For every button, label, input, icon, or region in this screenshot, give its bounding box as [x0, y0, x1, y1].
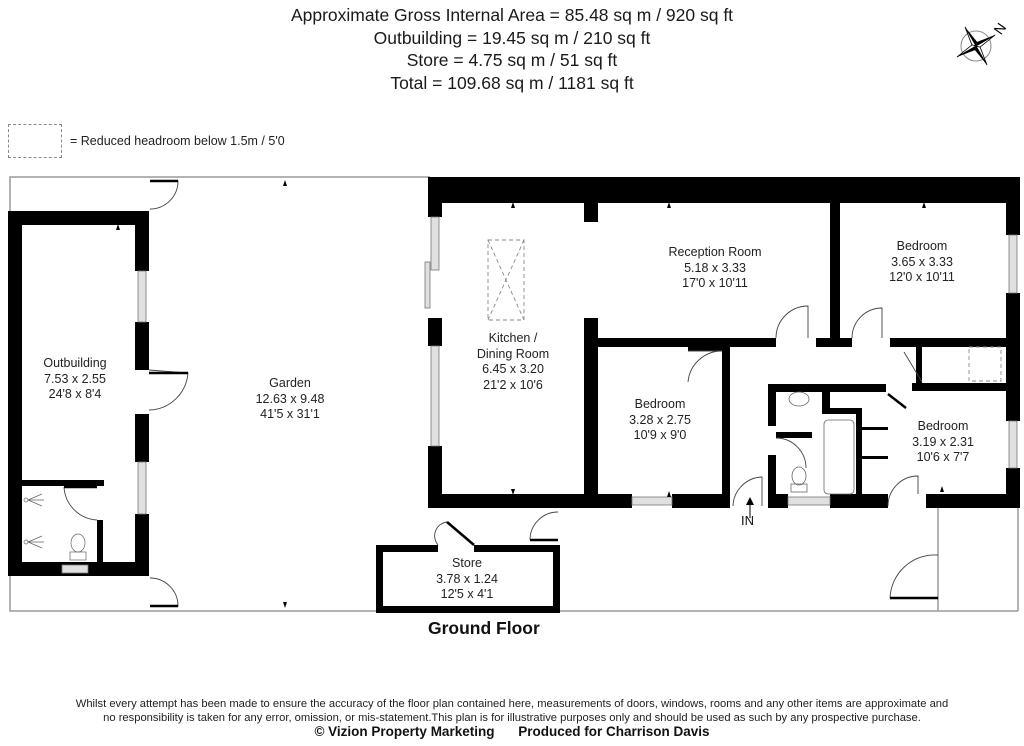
house-windows — [424, 216, 1018, 506]
bedroom3-door[interactable] — [887, 475, 919, 507]
room-kitchen-dining: Kitchen / Dining Room 6.45 x 3.20 21'2 x… — [477, 331, 549, 393]
entrance-label: IN — [741, 513, 754, 528]
room-name: Bedroom — [634, 397, 686, 411]
room-imperial: 12'0 x 10'11 — [889, 270, 955, 284]
house-doors — [529, 305, 939, 599]
reception-door[interactable] — [775, 305, 809, 339]
room-metric: 3.28 x 2.75 — [629, 412, 691, 427]
room-metric: 3.65 x 3.33 — [891, 254, 953, 269]
room-name: Bedroom — [896, 239, 948, 253]
bathroom-door[interactable] — [775, 437, 807, 469]
floor-title: Ground Floor — [428, 618, 540, 638]
cupboard-door[interactable] — [903, 351, 923, 383]
garden-door[interactable] — [529, 511, 559, 541]
bedroom1-door[interactable] — [851, 307, 883, 339]
bathroom-fittings — [788, 391, 855, 495]
disclaimer-line-1: Whilst every attempt has been made to en… — [75, 698, 949, 710]
copyright: © Vizion Property Marketing — [314, 724, 495, 739]
garden-gate-top[interactable] — [149, 180, 179, 210]
room-metric: 5.18 x 3.33 — [684, 260, 746, 275]
room-bedroom-1: Bedroom 3.65 x 3.33 12'0 x 10'11 — [889, 239, 955, 286]
room-bedroom-3: Bedroom 3.19 x 2.31 10'6 x 7'7 — [912, 419, 974, 466]
room-name-2: Dining Room — [476, 346, 550, 361]
room-store: Store 3.78 x 1.24 12'5 x 4'1 — [436, 556, 498, 603]
credits: © Vizion Property Marketing Produced for… — [0, 724, 1024, 739]
outbuilding-door[interactable] — [148, 369, 189, 411]
room-name: Reception Room — [668, 245, 762, 259]
shower-fittings — [23, 493, 87, 561]
produced-for: Produced for Charrison Davis — [518, 724, 710, 739]
garden-gate-bottom[interactable] — [149, 577, 179, 607]
room-imperial: 12'5 x 4'1 — [440, 587, 494, 601]
dimension-markers — [116, 180, 944, 608]
headroom-legend: = Reduced headroom below 1.5m / 5'0 — [8, 124, 285, 158]
room-metric: 3.19 x 2.31 — [912, 434, 974, 449]
room-name: Bedroom — [917, 419, 969, 433]
room-name: Store — [452, 556, 482, 570]
legend-text: = Reduced headroom below 1.5m / 5'0 — [70, 134, 285, 148]
disclaimer: Whilst every attempt has been made to en… — [0, 697, 1024, 725]
total-area: Total = 109.68 sq m / 1181 sq ft — [390, 72, 634, 93]
store-area: Store = 4.75 sq m / 51 sq ft — [406, 50, 618, 70]
outbuilding-windows — [61, 270, 147, 574]
house-walls — [428, 177, 1020, 508]
gross-internal-area: Approximate Gross Internal Area = 85.48 … — [290, 5, 734, 25]
room-metric: 3.78 x 1.24 — [436, 571, 498, 586]
disclaimer-line-2: no responsibility is taken for any error… — [103, 712, 921, 724]
toilet-icon — [791, 466, 807, 486]
room-name: Kitchen / — [488, 331, 538, 345]
room-metric: 12.63 x 9.48 — [255, 391, 325, 406]
reduced-headroom-swatch — [8, 124, 62, 158]
room-bedroom-2: Bedroom 3.28 x 2.75 10'9 x 9'0 — [629, 397, 691, 444]
room-reception: Reception Room 5.18 x 3.33 17'0 x 10'11 — [668, 245, 761, 292]
wc-door[interactable] — [63, 486, 98, 521]
room-imperial: 24'8 x 8'4 — [48, 387, 102, 401]
entrance-arrow-icon — [746, 497, 754, 518]
outbuilding-area: Outbuilding = 19.45 sq m / 210 sq ft — [373, 27, 651, 48]
store-door[interactable] — [434, 521, 475, 546]
store-walls — [376, 545, 560, 613]
room-name: Outbuilding — [43, 356, 107, 370]
bedroom2-door[interactable] — [687, 350, 723, 383]
outbuilding-walls — [8, 211, 149, 576]
room-imperial: 10'9 x 9'0 — [633, 428, 687, 442]
front-door[interactable] — [732, 476, 763, 507]
room-imperial: 21'2 x 10'6 — [483, 377, 543, 392]
room-imperial: 17'0 x 10'11 — [682, 276, 748, 290]
kitchen-skylight — [487, 239, 1002, 382]
side-gate[interactable] — [889, 554, 939, 599]
basin-icon — [788, 391, 810, 407]
room-metric: 7.53 x 2.55 — [44, 371, 106, 386]
bath-icon — [823, 419, 855, 495]
room-outbuilding: Outbuilding 7.53 x 2.55 24'8 x 8'4 — [43, 356, 106, 403]
room-garden: Garden 12.63 x 9.48 41'5 x 31'1 — [256, 376, 325, 423]
room-name: Garden — [269, 376, 311, 390]
room-metric: 6.45 x 3.20 — [482, 362, 544, 376]
compass-rose-icon: N — [956, 20, 1009, 66]
room-imperial: 10'6 x 7'7 — [916, 450, 970, 464]
room-imperial: 41'5 x 31'1 — [260, 407, 320, 421]
toilet-icon — [70, 533, 86, 553]
area-summary: Approximate Gross Internal Area = 85.48 … — [0, 4, 1024, 94]
